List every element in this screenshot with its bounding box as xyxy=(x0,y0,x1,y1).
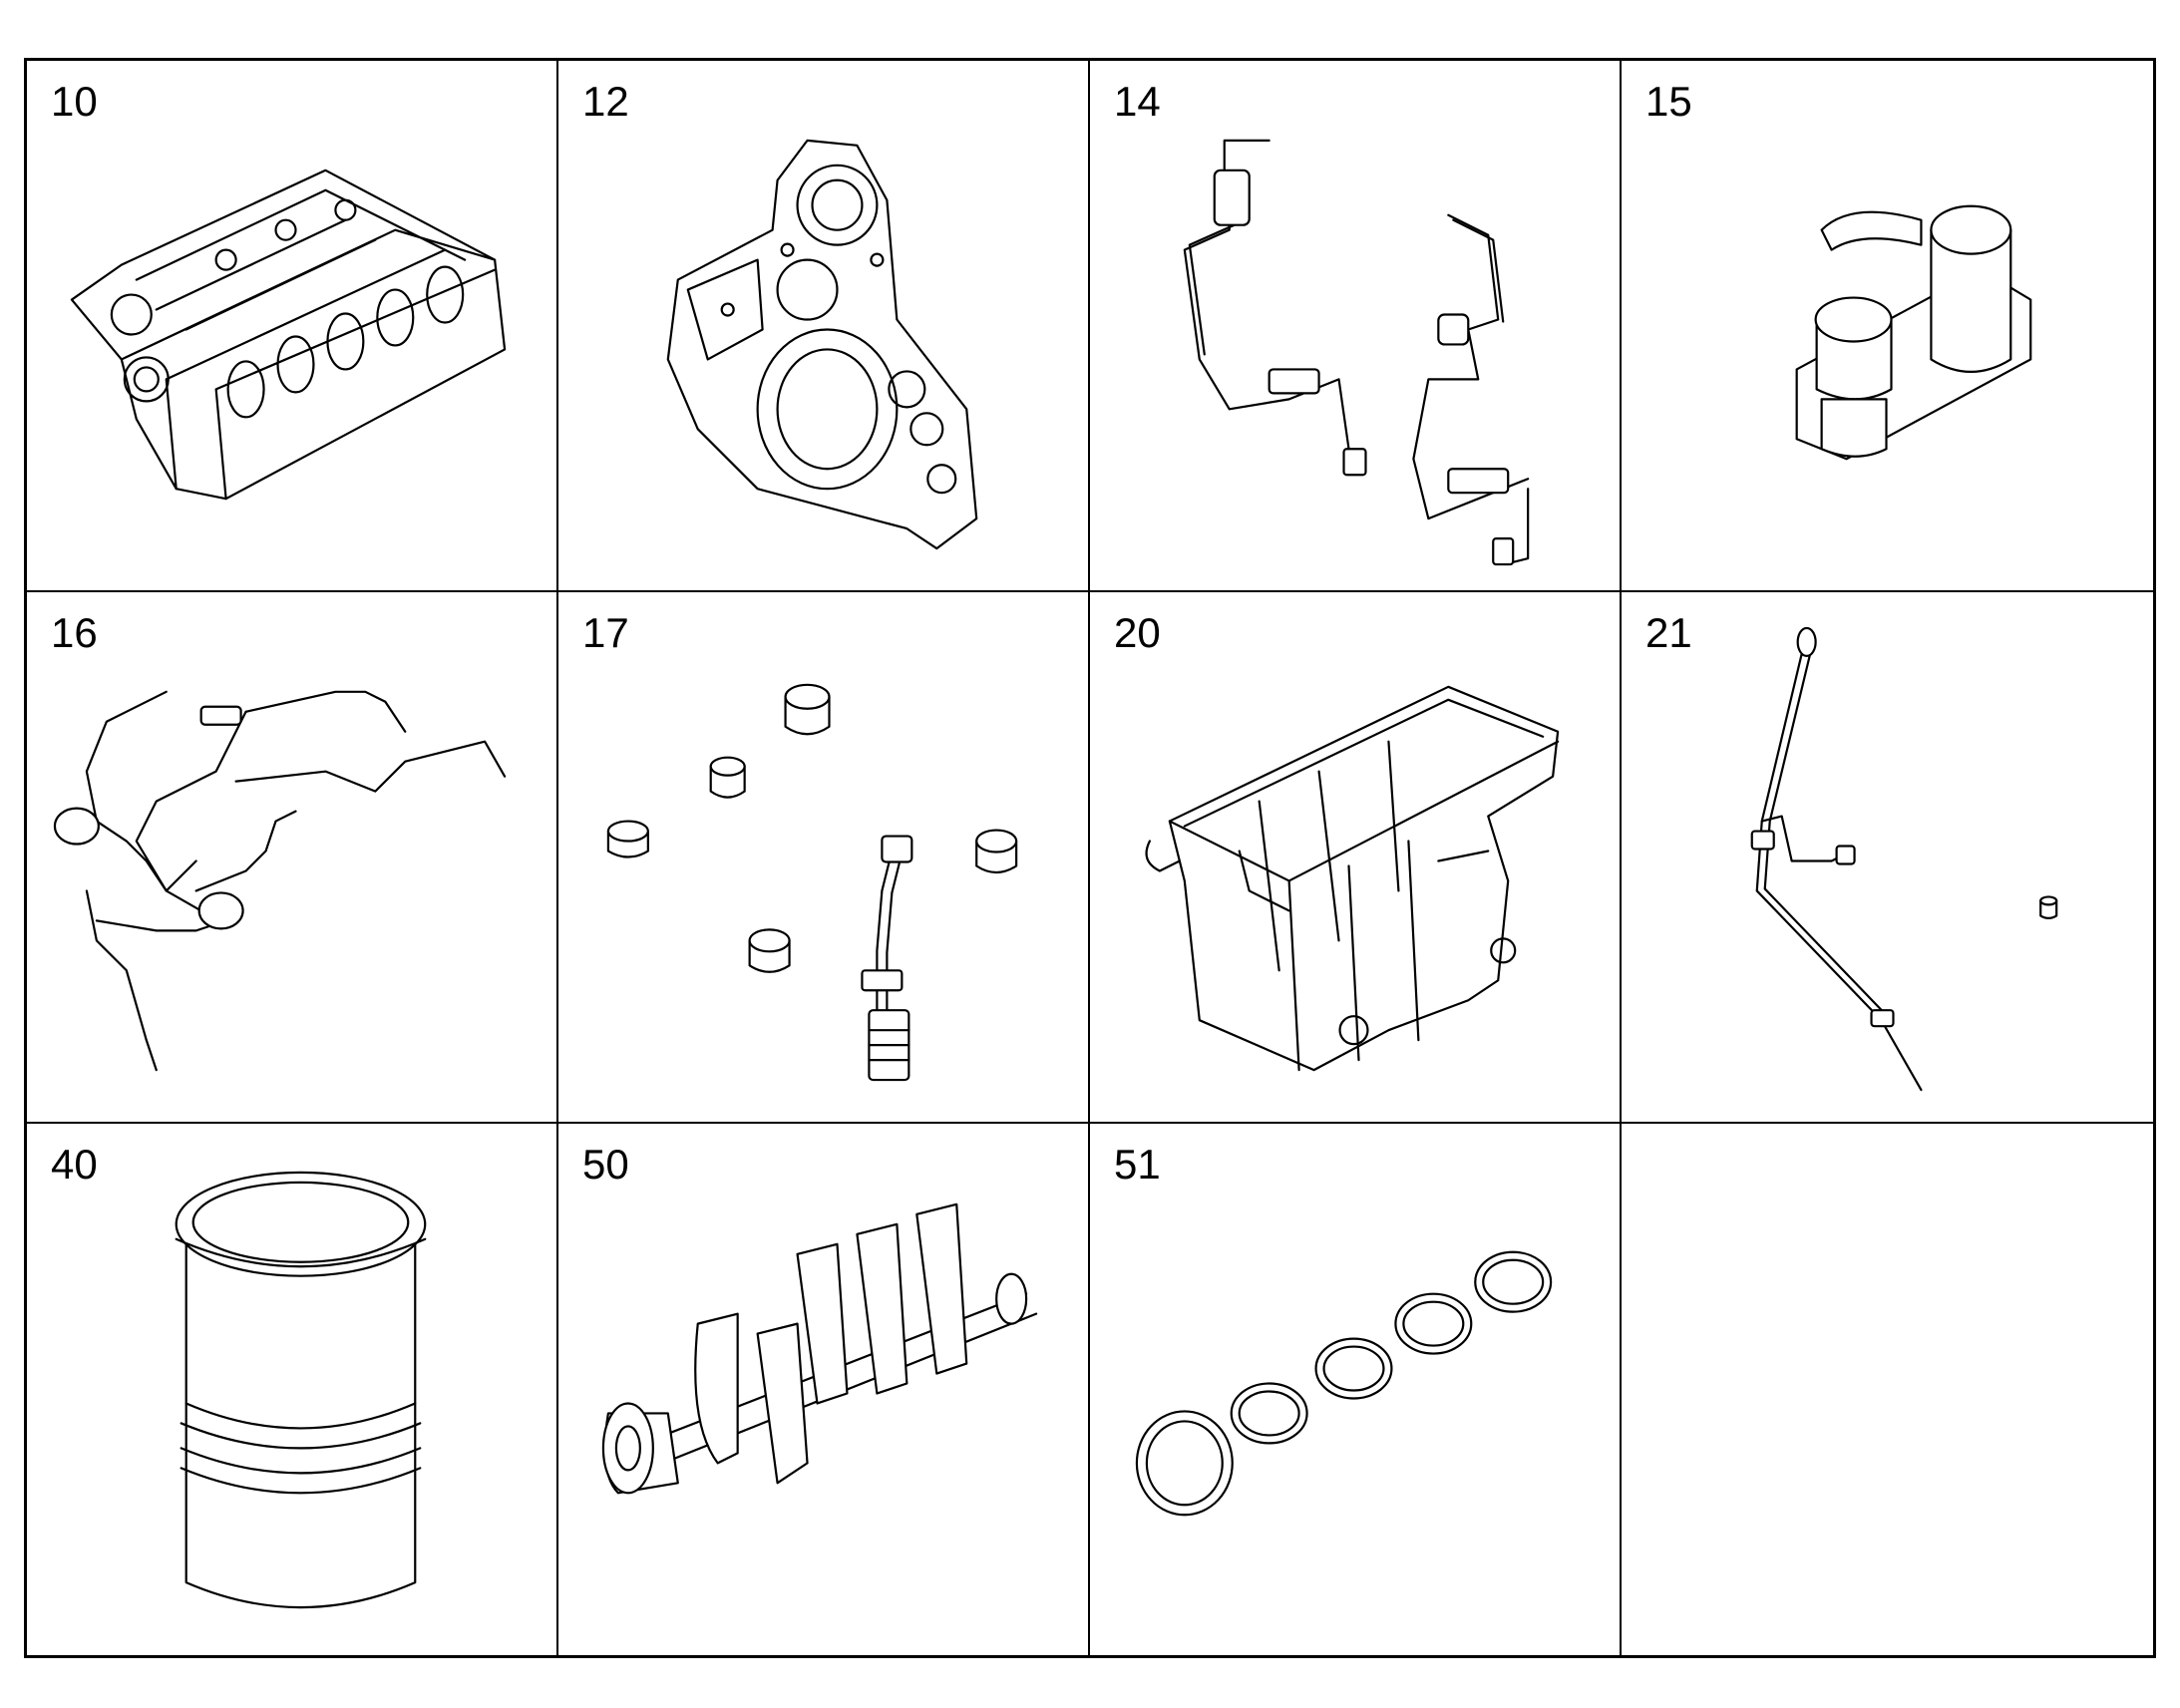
part-cell-21[interactable]: 21 xyxy=(1622,592,2153,1124)
part-number: 51 xyxy=(1114,1141,1161,1188)
dipstick-icon xyxy=(1750,626,2058,1092)
plugs-and-fittings-icon xyxy=(606,683,1018,1082)
engine-block-icon xyxy=(70,169,507,501)
bearing-shells-icon xyxy=(1135,1250,1553,1517)
part-number: 17 xyxy=(582,609,629,656)
part-cell-51[interactable]: 51 xyxy=(1090,1124,1622,1655)
part-cell-12[interactable]: 12 xyxy=(558,61,1090,592)
empty-cell xyxy=(1622,1124,2153,1655)
part-cell-14[interactable]: 14 xyxy=(1090,61,1622,592)
part-cell-20[interactable]: 20 xyxy=(1090,592,1622,1124)
part-cell-50[interactable]: 50 xyxy=(558,1124,1090,1655)
part-number: 20 xyxy=(1114,609,1161,656)
oil-pan-icon xyxy=(1145,685,1560,1072)
part-number: 15 xyxy=(1645,78,1692,125)
part-cell-40[interactable]: 40 xyxy=(27,1124,558,1655)
crankshaft-icon xyxy=(601,1202,1038,1495)
part-number: 12 xyxy=(582,78,629,125)
part-number: 14 xyxy=(1114,78,1161,125)
part-number: 50 xyxy=(582,1141,629,1188)
part-cell-10[interactable]: 10 xyxy=(27,61,558,592)
part-number: 21 xyxy=(1645,609,1692,656)
parts-grid: 10 12 14 xyxy=(24,58,2156,1658)
pipe-harness-icon xyxy=(53,690,507,1072)
oil-lines-icon xyxy=(1183,139,1530,566)
part-cell-16[interactable]: 16 xyxy=(27,592,558,1124)
timing-case-cover-icon xyxy=(666,139,978,550)
part-number: 10 xyxy=(51,78,98,125)
part-cell-15[interactable]: 15 xyxy=(1622,61,2153,592)
cylinder-liner-icon xyxy=(175,1171,427,1609)
part-number: 16 xyxy=(51,609,98,656)
oil-filter-housing-icon xyxy=(1795,204,2032,461)
part-number: 40 xyxy=(51,1141,98,1188)
part-cell-17[interactable]: 17 xyxy=(558,592,1090,1124)
